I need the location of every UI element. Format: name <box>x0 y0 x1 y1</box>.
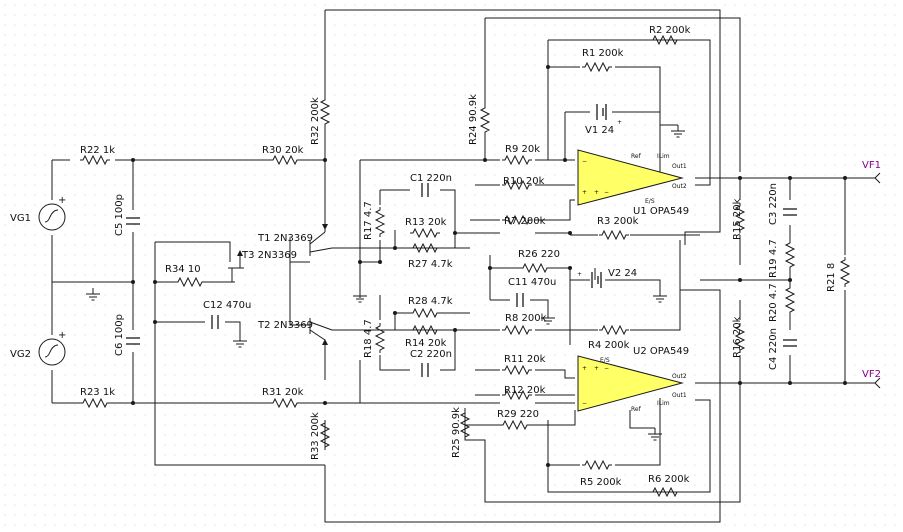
u1-es-pin: E/S <box>645 198 655 205</box>
battery-v1: + <box>596 104 622 126</box>
label-r15: R15 20k <box>732 198 743 240</box>
label-c6: C6 100p <box>114 314 125 356</box>
label-v1: V1 24 <box>585 125 614 136</box>
label-r32: R32 200k <box>310 97 321 145</box>
label-c12: C12 470u <box>203 300 251 311</box>
u2-ref-pin: Ref <box>631 406 642 413</box>
label-c5: C5 100p <box>114 194 125 236</box>
svg-text:+: + <box>58 195 66 206</box>
transistor-t2 <box>309 318 333 345</box>
u1-ref-pin: Ref <box>631 153 642 160</box>
label-r20: R20 4.7 <box>768 283 779 322</box>
label-r24: R24 90.9k <box>468 94 479 145</box>
label-c3: C3 220n <box>768 183 779 225</box>
label-r13: R13 20k <box>405 217 447 228</box>
svg-text:+: + <box>582 189 587 196</box>
label-r2: R2 200k <box>649 25 691 36</box>
svg-text:+: + <box>594 365 599 372</box>
label-c4: C4 220n <box>768 328 779 370</box>
svg-text:−: − <box>604 365 609 372</box>
label-r1: R1 200k <box>582 48 624 59</box>
svg-text:+: + <box>594 189 599 196</box>
component-labels: R2 200k R1 200k V1 24 R9 20k R10 20k R7 … <box>10 25 881 488</box>
svg-text:−: − <box>582 158 587 165</box>
terminal-vf2 <box>874 377 881 389</box>
label-r8: R8 200k <box>505 313 547 324</box>
label-u2: U2 OPA549 <box>633 346 689 357</box>
battery-v2: + <box>577 271 602 288</box>
label-r29: R29 220 <box>497 409 539 420</box>
label-r16: R16 20k <box>732 316 743 358</box>
label-t1: T1 2N3369 <box>257 233 313 244</box>
label-r31: R31 20k <box>262 387 304 398</box>
label-r11: R11 20k <box>504 354 546 365</box>
svg-text:+: + <box>577 271 582 278</box>
svg-text:+: + <box>58 330 66 341</box>
label-u1: U1 OPA549 <box>633 206 689 217</box>
label-t2: T2 2N3369 <box>257 320 313 331</box>
u1-ilim-pin: ILim <box>657 153 670 160</box>
u2-out1-pin: Out1 <box>672 392 687 399</box>
vertical-labels: R32 200k R33 200k R24 90.9k R25 90.9k C5… <box>114 94 837 460</box>
svg-text:+: + <box>582 365 587 372</box>
u1-out2-pin: Out2 <box>672 183 687 190</box>
svg-text:+: + <box>617 119 622 126</box>
label-vg1: VG1 <box>10 213 31 224</box>
label-r25: R25 90.9k <box>451 407 462 458</box>
label-r4: R4 200k <box>588 340 630 351</box>
label-r18: R18 4.7 <box>363 319 374 358</box>
junctions <box>131 65 847 467</box>
label-vf2: VF2 <box>862 369 881 380</box>
transistor-t1 <box>309 224 333 256</box>
opamp-u2: + − + − Ref ILim Out2 Out1 E/S <box>577 355 687 413</box>
label-c1: C1 220n <box>410 173 452 184</box>
label-r3: R3 200k <box>597 216 639 227</box>
label-r28: R28 4.7k <box>408 296 453 307</box>
label-r7: R7 200k <box>504 216 546 227</box>
label-r19: R19 4.7 <box>768 239 779 278</box>
label-r6: R6 200k <box>648 474 690 485</box>
label-t3: T3 2N3369 <box>241 250 297 261</box>
label-r23: R23 1k <box>80 387 115 398</box>
label-r17: R17 4.7 <box>363 201 374 240</box>
label-r21: R21 8 <box>826 263 837 292</box>
svg-text:−: − <box>582 400 587 407</box>
terminal-vf1 <box>874 172 881 184</box>
label-r14: R14 20k <box>405 338 447 349</box>
label-vf1: VF1 <box>862 160 881 171</box>
label-r22: R22 1k <box>80 145 115 156</box>
label-vg2: VG2 <box>10 349 31 360</box>
label-r33: R33 200k <box>310 412 321 460</box>
label-r9: R9 20k <box>505 144 540 155</box>
label-r5: R5 200k <box>580 477 622 488</box>
label-r30: R30 20k <box>262 145 304 156</box>
label-r10: R10 20k <box>503 176 545 187</box>
label-v2: V2 24 <box>608 268 637 279</box>
u1-out1-pin: Out1 <box>672 163 687 170</box>
label-r27: R27 4.7k <box>408 259 453 270</box>
source-vg2: + <box>38 330 66 366</box>
opamp-u1: − + + − Ref ILim Out1 Out2 E/S <box>577 149 687 206</box>
u2-out2-pin: Out2 <box>672 373 687 380</box>
u2-ilim-pin: ILim <box>657 400 670 407</box>
u2-es-pin: E/S <box>600 357 610 364</box>
source-vg1: + <box>38 195 66 231</box>
label-r34: R34 10 <box>165 264 201 275</box>
label-c2: C2 220n <box>410 349 452 360</box>
transistor-t3 <box>228 250 244 282</box>
label-r12: R12 20k <box>504 385 546 396</box>
svg-text:−: − <box>604 189 609 196</box>
label-r26: R26 220 <box>518 249 560 260</box>
label-c11: C11 470u <box>508 277 556 288</box>
capacitors <box>125 182 798 378</box>
